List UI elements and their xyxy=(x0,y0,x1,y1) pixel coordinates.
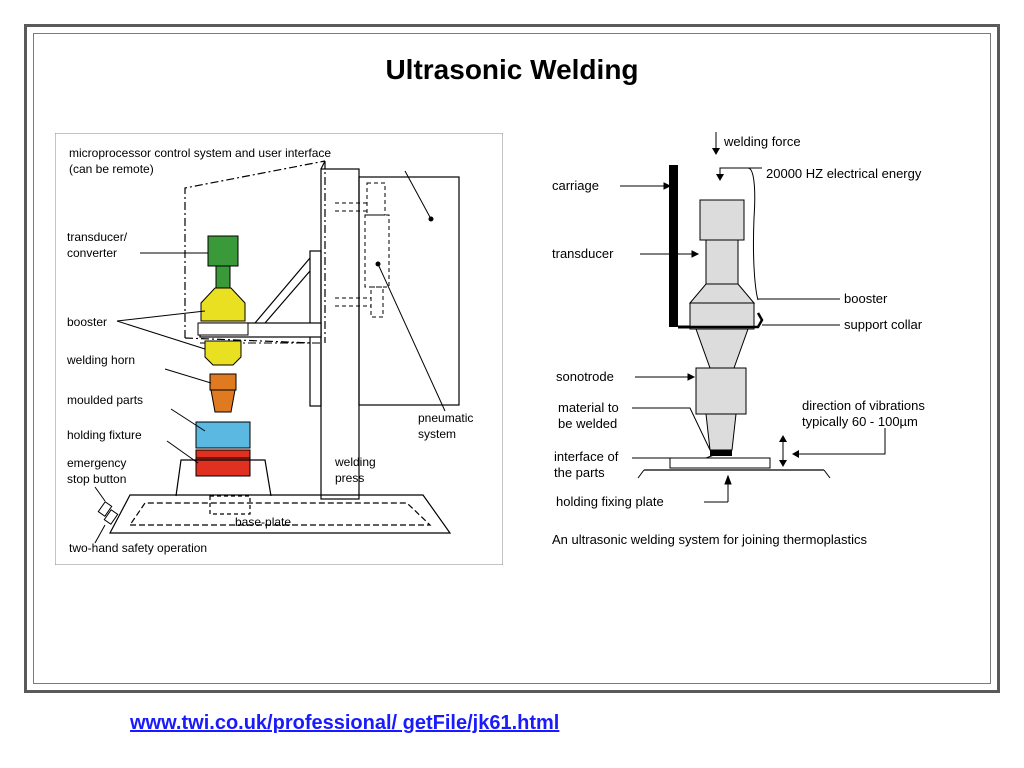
slide-frame-outer xyxy=(24,24,1000,693)
label-booster-right: booster xyxy=(844,291,888,306)
label-pneumatic-2: system xyxy=(418,427,456,441)
control-system-outline xyxy=(184,160,326,344)
label-transducer-2: converter xyxy=(67,246,117,260)
label-interface-1: interface of xyxy=(554,449,619,464)
transducer-block xyxy=(207,235,239,267)
label-control: microprocessor control system and user i… xyxy=(69,146,331,160)
label-force: welding force xyxy=(723,134,801,149)
label-energy: 20000 HZ electrical energy xyxy=(766,166,922,181)
label-estop-1: emergency xyxy=(67,456,126,470)
moulded-parts-block xyxy=(195,421,251,449)
holding-plate xyxy=(669,457,771,469)
sonotrode-body xyxy=(695,328,749,451)
label-estop-2: stop button xyxy=(67,472,126,486)
base-plate xyxy=(109,494,452,534)
booster-block xyxy=(200,287,246,322)
label-safety: two-hand safety operation xyxy=(69,541,207,555)
label-control-note: (can be remote) xyxy=(69,162,154,176)
label-press-2: press xyxy=(335,471,364,485)
slide-frame-inner xyxy=(33,33,991,684)
carriage-bar xyxy=(669,165,678,327)
label-transducer: transducer xyxy=(552,246,614,261)
booster-collar xyxy=(197,322,249,336)
label-sonotrode: sonotrode xyxy=(556,369,614,384)
welding-horn-block xyxy=(209,373,237,391)
label-vibration-2: typically 60 - 100µm xyxy=(802,414,918,429)
label-material-2: be welded xyxy=(558,416,617,431)
label-horn: welding horn xyxy=(66,353,135,367)
label-parts: moulded parts xyxy=(67,393,143,407)
material-parts xyxy=(710,450,732,456)
holding-fixture-block xyxy=(195,449,251,477)
label-plate: holding fixing plate xyxy=(556,494,664,509)
source-link[interactable]: www.twi.co.uk/professional/ getFile/jk61… xyxy=(130,712,560,734)
slide-title: Ultrasonic Welding xyxy=(385,54,639,85)
label-fixture: holding fixture xyxy=(67,428,142,442)
label-pneumatic-1: pneumatic xyxy=(418,411,473,425)
label-interface-2: the parts xyxy=(554,465,605,480)
label-vibration-1: direction of vibrations xyxy=(802,398,925,413)
transducer-neck xyxy=(215,265,231,289)
pneumatic-cylinder xyxy=(335,182,390,318)
horn-upper xyxy=(204,340,242,366)
two-hand-safety-buttons xyxy=(97,501,119,525)
label-base: base-plate xyxy=(235,515,291,529)
label-transducer-1: transducer/ xyxy=(67,230,128,244)
transducer-body xyxy=(688,199,756,330)
label-material-1: material to xyxy=(558,400,619,415)
diagram-caption: An ultrasonic welding system for joining… xyxy=(552,532,868,547)
fixture-base xyxy=(175,459,272,497)
label-carriage: carriage xyxy=(552,178,599,193)
label-collar: support collar xyxy=(844,317,923,332)
label-booster: booster xyxy=(67,315,107,329)
welding-system-schematic: welding force 20000 HZ electrical energy… xyxy=(552,132,925,547)
welding-machine-diagram: microprocessor control system and user i… xyxy=(55,133,503,565)
support-collar xyxy=(686,312,764,329)
welding-horn-tip xyxy=(210,389,236,413)
label-press-1: welding xyxy=(334,455,376,469)
